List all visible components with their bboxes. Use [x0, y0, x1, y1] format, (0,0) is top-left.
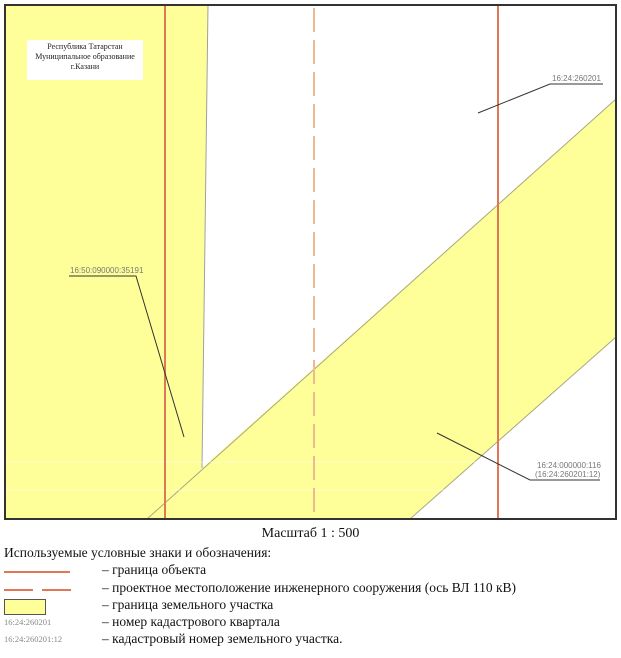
legend-description: – номер кадастрового квартала: [102, 614, 280, 629]
map-title-box: Республика Татарстан Муниципальное образ…: [27, 40, 143, 80]
leader-parcel-left: [69, 275, 185, 438]
legend-item-axis: – проектное местоположение инженерного с…: [4, 580, 614, 598]
text-symbol: 16:24:260201:12: [4, 631, 76, 649]
parcel-left-strip: [5, 5, 208, 519]
label-parcel-bottom-right-2: (16:24:260201:12): [535, 470, 601, 479]
title-line-1: Республика Татарстан: [47, 42, 123, 51]
leader-parcel-bottom-right: [436, 432, 600, 481]
symbol-text: 16:24:260201: [4, 617, 52, 627]
title-line-2: Муниципальное образование: [35, 52, 135, 61]
parcel-boundary-left: [201, 4, 209, 469]
cadastral-map: 16:24:260201 16:50:090000:35191 16:24:00…: [4, 4, 617, 520]
label-parcel-left: 16:50:090000:35191: [70, 266, 144, 275]
label-quarter-top-right: 16:24:260201: [552, 74, 601, 83]
label-parcel-bottom-right-1: 16:24:000000:116: [537, 461, 601, 470]
text-symbol: 16:24:260201: [4, 614, 76, 632]
legend-item-object-boundary: – граница объекта: [4, 562, 614, 580]
dashed-line-symbol-icon: [4, 580, 76, 598]
legend-item-parcel-boundary: – граница земельного участка: [4, 597, 614, 615]
legend-description: – граница земельного участка: [102, 597, 274, 612]
legend-description: – граница объекта: [102, 562, 207, 577]
leader-quarter-top-right: [477, 83, 603, 114]
yellow-box-symbol-icon: [4, 597, 76, 615]
legend-description: – кадастровый номер земельного участка.: [102, 631, 343, 646]
map-frame: [4, 4, 617, 520]
legend-title: Используемые условные знаки и обозначени…: [4, 545, 272, 560]
parcel-boundary-upper-diagonal: [146, 98, 617, 520]
legend-item-quarter-number: 16:24:260201 – номер кадастрового кварта…: [4, 614, 614, 632]
legend-description: – проектное местоположение инженерного с…: [102, 580, 517, 595]
parcel-boundary-lower-diagonal: [409, 336, 617, 520]
legend-item-parcel-number: 16:24:260201:12 – кадастровый номер земе…: [4, 631, 614, 649]
title-line-3: г.Казани: [70, 62, 100, 71]
scale-label: Масштаб 1 : 500: [261, 526, 360, 541]
solid-line-symbol-icon: [4, 562, 76, 580]
symbol-text: 16:24:260201:12: [4, 634, 63, 644]
